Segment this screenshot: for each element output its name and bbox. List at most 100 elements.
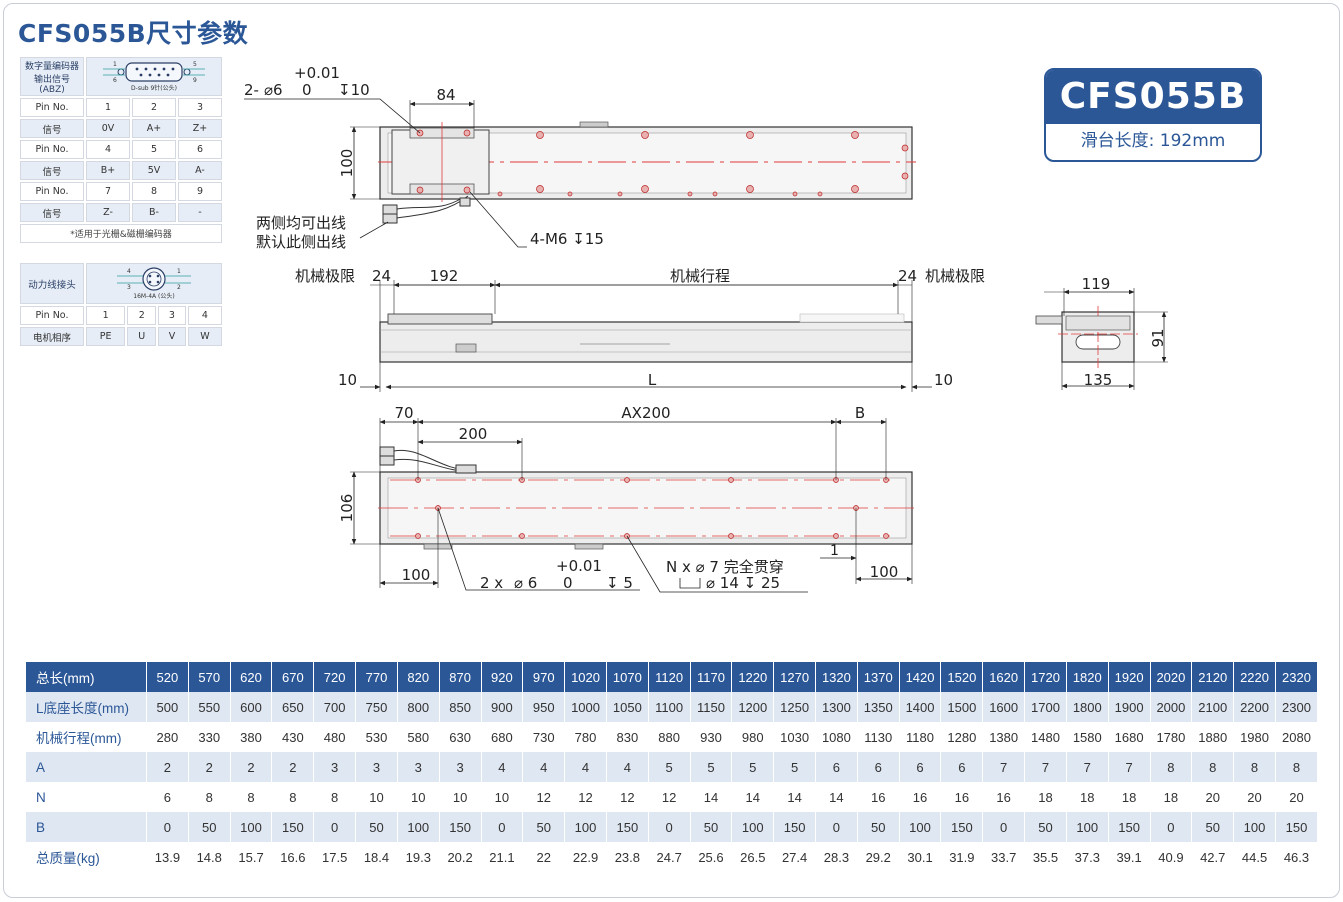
- spec-cell: 1020: [564, 662, 607, 692]
- row-label: 信号: [20, 119, 84, 138]
- top-view: 100 84 2- ⌀6 +0.01 0 ↧10 两侧均可出线 默认此侧出线 4…: [244, 64, 916, 251]
- spec-cell: 550: [188, 692, 231, 722]
- spec-cell: 18: [1024, 782, 1067, 812]
- spec-cell: 12: [648, 782, 691, 812]
- spec-cell: 5: [648, 752, 691, 782]
- pin-hole-tol-plus: +0.01: [294, 64, 340, 82]
- spec-cell: 27.4: [773, 842, 816, 872]
- spec-cell: 4: [481, 752, 524, 782]
- spec-cell: 50: [1191, 812, 1235, 842]
- spec-cell: 1980: [1233, 722, 1276, 752]
- spec-cell: 20: [1191, 782, 1235, 812]
- cell: PE: [86, 327, 126, 346]
- dsub-pin-mark: 6: [113, 77, 117, 84]
- spec-cell: 750: [355, 692, 398, 722]
- spec-cell: 2120: [1191, 662, 1235, 692]
- spec-cell: 29.2: [857, 842, 900, 872]
- cell: -: [178, 203, 222, 222]
- spec-cell: 19.3: [397, 842, 440, 872]
- spec-cell: 8: [230, 782, 273, 812]
- row-label: Pin No.: [20, 98, 84, 117]
- spec-row-label: B: [26, 812, 147, 842]
- spec-row-label: L底座长度(mm): [26, 692, 147, 722]
- spec-cell: 1200: [731, 692, 775, 722]
- spec-cell: 24.7: [648, 842, 691, 872]
- encoder-header-label: 数字量编码器输出信号(ABZ): [20, 57, 84, 96]
- row-label: 信号: [20, 203, 84, 222]
- spec-cell: 44.5: [1233, 842, 1276, 872]
- power-pin-mark: 2: [177, 284, 181, 291]
- spec-cell: 2300: [1275, 692, 1319, 722]
- model-badge: CFS055B 滑台长度: 192mm: [1044, 68, 1262, 162]
- spec-cell: 1380: [982, 722, 1026, 752]
- spec-cell: 0: [1150, 812, 1193, 842]
- spec-cell: 4: [564, 752, 607, 782]
- slide-length: 滑台长度: 192mm: [1080, 131, 1226, 151]
- spec-cell: 2020: [1150, 662, 1193, 692]
- spec-cell: 18: [1066, 782, 1109, 812]
- holeN-line2: ⌀ 14 ↧ 25: [706, 574, 780, 592]
- spec-cell: 1180: [899, 722, 942, 752]
- spec-cell: 2: [230, 752, 273, 782]
- spec-cell: 920: [481, 662, 524, 692]
- spec-cell: 1480: [1024, 722, 1067, 752]
- cell: 0V: [86, 119, 131, 138]
- spec-cell: 900: [481, 692, 524, 722]
- side-body: [379, 321, 913, 363]
- spec-cell: 1720: [1024, 662, 1067, 692]
- cell: A-: [178, 161, 222, 180]
- spec-cell: 730: [522, 722, 566, 752]
- cell: V: [158, 327, 186, 346]
- spec-cell: 1250: [773, 692, 816, 722]
- spec-cell: 5: [731, 752, 775, 782]
- cell: 9: [178, 182, 222, 201]
- spec-cell: 2: [146, 752, 189, 782]
- dsub-pin-mark: 5: [193, 61, 197, 68]
- spec-cell: 870: [439, 662, 482, 692]
- row-label: Pin No.: [20, 182, 84, 201]
- spec-cell: 630: [439, 722, 482, 752]
- hole2-tol-plus: +0.01: [556, 557, 602, 575]
- spec-cell: 150: [1275, 812, 1319, 842]
- spec-cell: 100: [1233, 812, 1276, 842]
- spec-cell: 1150: [690, 692, 733, 722]
- spec-cell: 650: [271, 692, 315, 722]
- cell: Z+: [178, 119, 222, 138]
- cell: 3: [178, 98, 222, 117]
- spec-cell: 1420: [899, 662, 942, 692]
- cell: 1: [86, 98, 131, 117]
- dsub-connector: 1 6 5 9 D-sub 9针(公头): [86, 57, 222, 96]
- spec-cell: 2100: [1191, 692, 1235, 722]
- dim-84: 84: [436, 86, 455, 104]
- spec-cell: 2220: [1233, 662, 1276, 692]
- spec-cell: 20: [1275, 782, 1319, 812]
- spec-cell: 100: [1066, 812, 1109, 842]
- spec-cell: 480: [313, 722, 357, 752]
- spec-cell: 1700: [1024, 692, 1067, 722]
- hole2-tol-zero: 0: [563, 574, 573, 592]
- dim-200: 200: [459, 425, 488, 443]
- row-label: Pin No.: [20, 140, 84, 159]
- spec-cell: 780: [564, 722, 607, 752]
- spec-cell: 8: [1150, 752, 1193, 782]
- spec-cell: 100: [899, 812, 942, 842]
- spec-cell: 50: [690, 812, 733, 842]
- spec-cell: 18.4: [355, 842, 398, 872]
- pin-hole-dia: ⌀6: [264, 81, 283, 99]
- spec-cell: 2: [188, 752, 231, 782]
- spec-cell: 18: [1108, 782, 1151, 812]
- cell: 5V: [132, 161, 176, 180]
- spec-cell: 1030: [773, 722, 816, 752]
- dsub-connector-label: D-sub 9针(公头): [131, 84, 177, 92]
- spec-cell: 17.5: [313, 842, 357, 872]
- spec-cell: 39.1: [1108, 842, 1151, 872]
- spec-cell: 7: [1024, 752, 1067, 782]
- thread-note: 4-M6 ↧15: [530, 230, 604, 248]
